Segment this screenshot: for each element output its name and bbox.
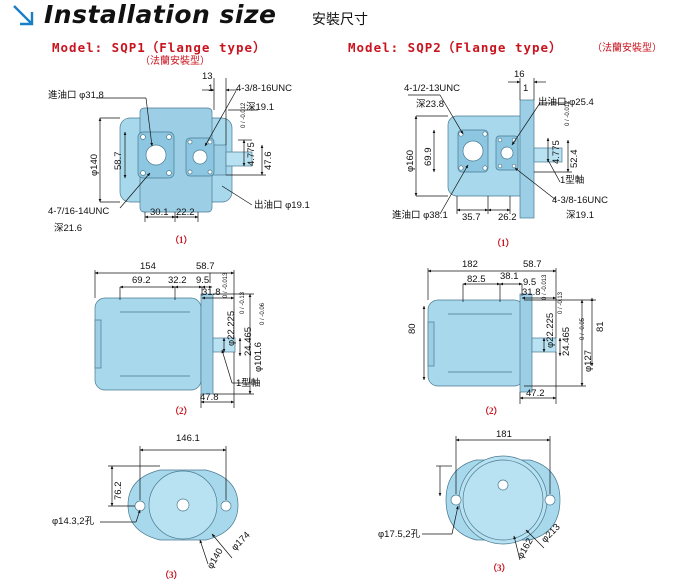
- sqp1-dim-4-775: 4.775: [246, 142, 257, 166]
- sqp1-dim-58-7: 58.7: [113, 151, 124, 171]
- sqp2-holes: φ17.5,2孔: [378, 529, 421, 540]
- sqp2-dim-31-8: 31.8: [522, 287, 541, 298]
- sqp2-depth-bot: 深19.1: [566, 210, 594, 221]
- sqp2-dim-24-465-tol: 0 / -0.13: [558, 291, 564, 314]
- sqp1-inlet: 進油口 φ31.8: [48, 90, 104, 101]
- sqp1-fig3-label: （3）: [160, 570, 183, 580]
- sqp2-thread-bot: 4-3/8-16UNC: [552, 195, 608, 206]
- sqp1-thread-bot: 4-7/16-14UNC: [48, 206, 110, 217]
- sqp2-dim-181: 181: [496, 429, 512, 440]
- sqp2-flange-view: [422, 436, 561, 561]
- sqp2-dim-22-225: φ22.225: [545, 312, 556, 348]
- sqp2-thread-top: 4-1/2-13UNC: [404, 83, 460, 94]
- sqp1-dim-101-6: φ101.6: [253, 342, 264, 372]
- page-title: Installation size: [44, 0, 277, 29]
- sqp1-flange-view: [100, 446, 239, 565]
- sqp1-dim-22-225-tol: 0 / -0.013: [223, 272, 229, 298]
- sqp2-dim-16: 16: [514, 69, 525, 80]
- sqp1-dim-22-2: 22.2: [176, 207, 195, 218]
- sqp2-side-view: [422, 268, 596, 404]
- sqp2-fig2-label: （2）: [480, 406, 503, 416]
- sqp2-dim-82-5: 82.5: [467, 274, 486, 285]
- sqp2-dim-182: 182: [462, 259, 478, 270]
- sqp1-shaft: 1型軸: [236, 378, 261, 389]
- sqp1-dim-24-465-tol: 0 / -0.13: [240, 291, 246, 314]
- right-model-title: Model: SQP2（Flange type）: [348, 40, 563, 55]
- sqp1-dim-101-6-tol: 0 / -0.06: [260, 302, 266, 325]
- sqp1-dim-9-5: 9.5: [196, 275, 210, 286]
- sqp2-outlet: 出油口 φ25.4: [538, 97, 594, 108]
- sqp1-outlet: 出油口 φ19.1: [254, 200, 310, 211]
- sqp1-depth-bot: 深21.6: [54, 223, 82, 234]
- sqp2-fig1-label: （1）: [492, 238, 515, 248]
- sqp1-dim-22-225: φ22.225: [226, 310, 237, 346]
- sqp1-dim-76-2: 76.2: [113, 481, 124, 501]
- sqp2-dim-52-4: 52.4: [569, 149, 580, 169]
- sqp1-dim-31-8: 31.8: [202, 287, 221, 298]
- sqp1-dim-140: φ140: [89, 153, 100, 176]
- left-model-title: Model: SQP1（Flange type）: [52, 40, 267, 55]
- sqp1-dim-58-7-side: 58.7: [196, 261, 215, 272]
- sqp1-dim-47-6: 47.6: [263, 151, 274, 171]
- sqp1-dim-32-2: 32.2: [168, 275, 187, 286]
- sqp1-dim-13: 13: [202, 71, 213, 82]
- page-header: Installation size 安裝尺寸: [0, 0, 700, 60]
- sqp2-inlet: 進油口 φ38.1: [392, 210, 448, 221]
- sqp2-dim-4-775: 4.775: [551, 140, 562, 164]
- sqp1-depth-top: 深19.1: [246, 102, 274, 113]
- sqp2-front-view: [408, 78, 572, 219]
- sqp2-dim-38-1: 38.1: [500, 271, 519, 282]
- sqp1-holes: φ14.3,2孔: [52, 516, 95, 527]
- sqp2-dim-160: φ160: [405, 149, 416, 172]
- sqp2-dim-1: 1: [523, 83, 529, 94]
- sqp1-dim-30-1: 30.1: [150, 207, 169, 218]
- sqp2-dim-9-5: 9.5: [523, 277, 537, 288]
- sqp2-dim-35-7: 35.7: [462, 212, 481, 223]
- sqp2-depth-top: 深23.8: [416, 99, 444, 110]
- sqp1-fig1-label: （1）: [170, 235, 193, 245]
- sqp1-dim-146-1: 146.1: [176, 433, 200, 444]
- sqp1-side-view: [94, 270, 260, 408]
- sqp2-dim-80: 80: [407, 323, 418, 334]
- arrow-icon: [13, 5, 34, 26]
- sqp1-dim-69-2: 69.2: [132, 275, 151, 286]
- sqp2-dim-127: φ127: [583, 349, 594, 372]
- sqp2-dim-24-465: 24.465: [561, 326, 572, 356]
- left-model-subtitle: （法蘭安裝型）: [140, 56, 210, 67]
- sqp1-front-view: [96, 78, 266, 222]
- sqp1-dim-1: 1: [208, 83, 214, 94]
- sqp2-dim-26-2: 26.2: [498, 212, 517, 223]
- sqp1-thread-top: 4-3/8-16UNC: [236, 83, 292, 94]
- sqp2-dim-127-tol: 0 / -0.05: [580, 317, 586, 340]
- sqp1-dim-154: 154: [140, 261, 156, 272]
- sqp2-dim-4-775-tol: 0 / -0.012: [565, 100, 571, 126]
- sqp2-dim-69-9: 69.9: [423, 147, 434, 167]
- right-model-subtitle: （法蘭安裝型）: [592, 43, 662, 54]
- sqp1-fig2-label: （2）: [170, 406, 193, 416]
- sqp1-dim-47-8: 47.8: [200, 392, 219, 403]
- sqp2-dim-47-2: 47.2: [526, 388, 545, 399]
- sqp2-dim-58-7-side: 58.7: [523, 259, 542, 270]
- sqp2-shaft: 1型軸: [560, 175, 585, 186]
- sqp2-dim-81: 81: [595, 321, 606, 332]
- page-title-cn: 安裝尺寸: [312, 12, 368, 28]
- sqp1-dim-4-775-tol: 0 / -0.012: [241, 102, 247, 128]
- sqp2-dim-22-225-tol: 0 / -0.013: [542, 274, 548, 300]
- sqp2-fig3-label: （3）: [488, 563, 511, 573]
